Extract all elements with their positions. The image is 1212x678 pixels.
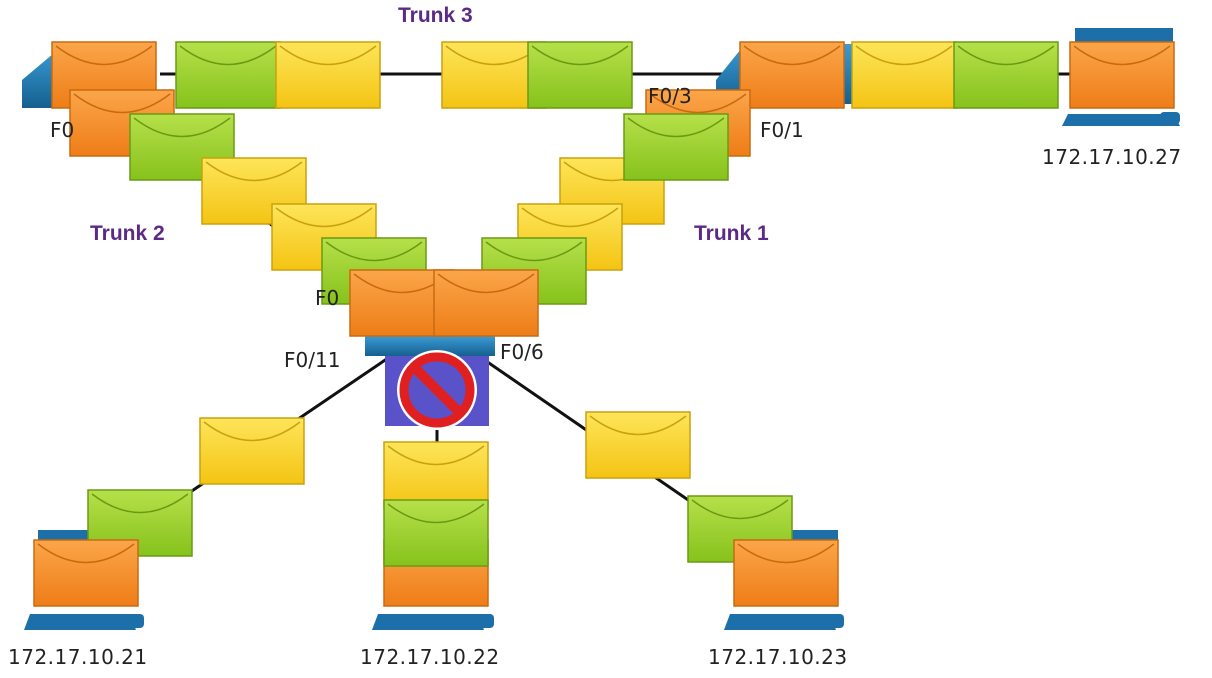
envelope-icon xyxy=(527,41,633,109)
port-f0-6-label: F0/6 xyxy=(500,340,544,364)
envelope-icon xyxy=(1069,41,1175,109)
trunk2-label: Trunk 2 xyxy=(90,222,165,245)
envelope-icon xyxy=(739,41,845,109)
envelope-icon xyxy=(851,41,957,109)
switch-icon xyxy=(365,336,495,356)
links xyxy=(89,72,1090,580)
envelope-icon xyxy=(383,441,489,509)
envelope-icon xyxy=(623,113,729,181)
port-f0-1-label: F0/1 xyxy=(760,118,804,142)
trunk3-label: Trunk 3 xyxy=(398,4,473,27)
envelope-icon xyxy=(33,539,139,607)
envelope-icon xyxy=(433,269,539,337)
envelope-icon xyxy=(953,41,1059,109)
envelope-icon xyxy=(585,411,691,479)
frames-layer xyxy=(33,41,1175,607)
envelope-icon xyxy=(175,41,281,109)
envelope-icon xyxy=(733,539,839,607)
envelope-icon xyxy=(275,41,381,109)
host-ip-label-22: 172.17.10.22 xyxy=(360,645,500,669)
host-ip-label-23: 172.17.10.23 xyxy=(708,645,848,669)
host-ip-label-21: 172.17.10.21 xyxy=(8,645,148,669)
host-ip-label-27: 172.17.10.27 xyxy=(1042,145,1182,169)
port-f0-center-partial-label: F0 xyxy=(315,286,340,310)
port-f0-3-partial-label: F0/3 xyxy=(648,84,692,108)
port-f0-11-label: F0/11 xyxy=(284,348,341,372)
envelope-icon xyxy=(383,499,489,567)
trunk1-label: Trunk 1 xyxy=(694,222,769,245)
no-entry-icon xyxy=(385,350,489,430)
port-f0-left-partial-label: F0 xyxy=(50,118,75,142)
envelope-icon xyxy=(199,417,305,485)
